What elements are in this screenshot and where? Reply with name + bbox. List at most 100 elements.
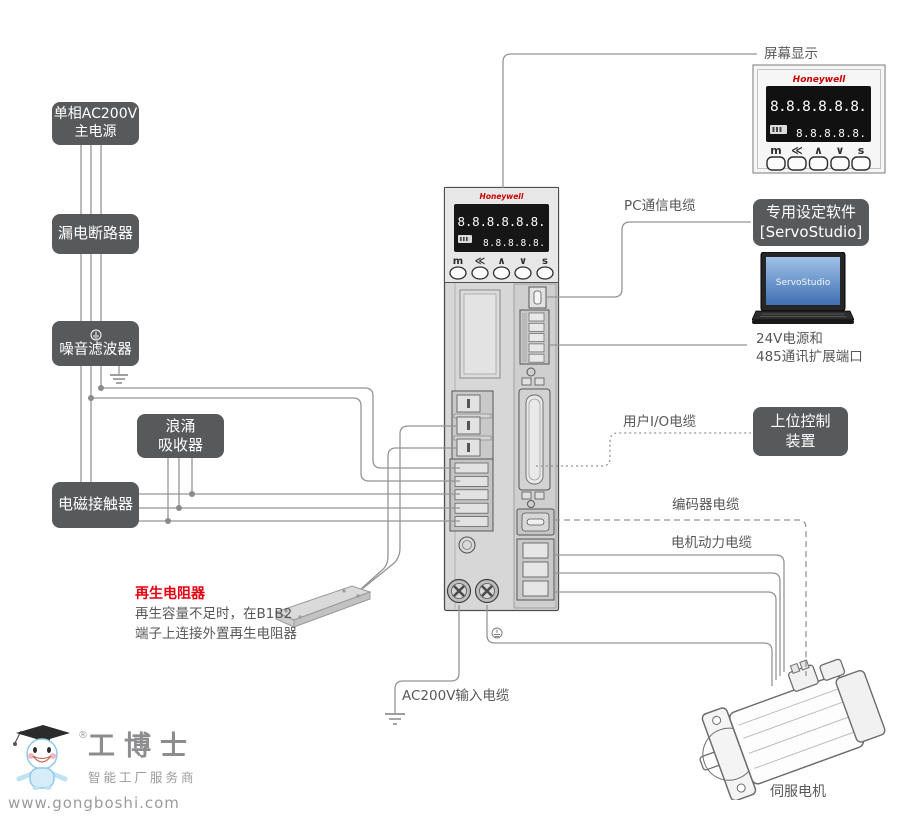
box-noise-filter-label: 噪音滤波器: [59, 342, 132, 359]
footer-logo: ® 工博士 智能工厂服务商 www.gongboshi.com: [8, 724, 197, 812]
usb-connector: [528, 286, 547, 309]
regen-note1: 再生容量不足时，在B1B2: [135, 606, 293, 623]
mascot-cheek: [50, 753, 56, 759]
panel-buttons: [766, 156, 871, 171]
panel-btn-label-left: ≪: [791, 144, 803, 157]
ground-lug: [458, 536, 476, 554]
regen-note2: 端子上连接外置再生电阻器: [135, 625, 297, 642]
box-host-controller-label: 上位控制 装置: [770, 412, 831, 450]
wire-b2-resistor: [351, 447, 457, 598]
website-link[interactable]: www.gongboshi.com: [8, 794, 180, 812]
ground-symbol-filter: [110, 374, 128, 384]
ground-symbol-ac: [385, 713, 405, 725]
box-breaker-label: 漏电断路器: [57, 224, 133, 243]
label-servo-motor: 伺服电机: [770, 784, 826, 800]
mascot-arm: [50, 771, 68, 782]
drive-brand: Honeywell: [480, 192, 524, 201]
box-contactor-label: 电磁接触器: [57, 495, 133, 514]
wire-pc-cable: [547, 221, 751, 298]
mascot-cheek: [28, 753, 34, 759]
display-panel-graphic: Honeywell 8.8.8.8.8.8. 8.8.8.8.8. m ≪ ∧ …: [752, 64, 886, 174]
laptop-screen: [766, 257, 840, 305]
motor-power-terminal: [516, 538, 555, 601]
label-expansion-port: 24V电源和 485通讯扩展端口: [756, 331, 863, 365]
logo-subtitle: 智能工厂服务商: [88, 769, 197, 785]
btn-label-left: ≪: [475, 256, 485, 267]
box-surge-absorber: 浪涌 吸收器: [137, 414, 224, 458]
mascot-eye: [47, 747, 51, 753]
btn-label-m: m: [453, 256, 463, 267]
panel-button-labels: m ≪ ∧ ∨ s: [770, 144, 864, 157]
expansion-connector-485: [519, 309, 550, 365]
flange-hole: [712, 715, 722, 725]
servo-motor-graphic: [699, 658, 886, 800]
wire-io-cable: [536, 432, 751, 467]
box-main-power: 单相AC200V 主电源: [52, 102, 139, 145]
cap-tassel-end: [13, 742, 17, 746]
btn-label-s: s: [542, 256, 548, 267]
servo-drive-graphic: Honeywell 8.8.8.8.8.8. 8.8.8.8.8. m ≪ ∧ …: [443, 186, 560, 612]
label-screen-display: 屏幕显示: [764, 46, 818, 62]
panel-brand: Honeywell: [793, 75, 847, 85]
mount-hardware-bottom: [521, 491, 545, 508]
logo-title: 工博士: [88, 731, 196, 762]
box-contactor: 电磁接触器: [52, 482, 139, 528]
label-encoder-cable: 编码器电缆: [672, 497, 740, 513]
label-ac-input-cable: AC200V输入电缆: [402, 688, 510, 704]
junction-dots: [88, 385, 195, 524]
wire-b1-resistor: [361, 425, 457, 590]
wire-filter-drive-2: [91, 397, 460, 482]
wire-filter-drive-1: [101, 387, 460, 469]
panel-btn-label-up: ∧: [814, 144, 823, 157]
box-software: 专用设定软件 [ServoStudio]: [753, 199, 869, 246]
mascot-foot: [44, 786, 52, 790]
motor-encoder-connector: [819, 658, 846, 681]
panel-display-row2: 8.8.8.8.8.: [796, 127, 866, 140]
laptop-graphic: ServoStudio: [752, 252, 854, 324]
wire-screen-pointer: [502, 53, 757, 188]
wire-motor-v: [554, 572, 781, 676]
earth-icon: [491, 627, 503, 639]
status-badge: [458, 235, 472, 243]
box-breaker: 漏电断路器: [52, 214, 139, 254]
panel-btn-label-s: s: [858, 144, 865, 157]
graduation-cap: [16, 725, 70, 741]
box-host-controller: 上位控制 装置: [753, 407, 848, 456]
connector-pin: [789, 662, 801, 675]
label-pc-cable: PC通信电缆: [624, 198, 696, 214]
registered-mark: ®: [78, 730, 88, 741]
drive-display: [454, 204, 549, 252]
btn-label-up: ∧: [497, 256, 505, 267]
box-noise-filter: 噪音滤波器: [52, 321, 139, 366]
panel-display-row1: 8.8.8.8.8.8.: [770, 99, 867, 115]
box-main-power-label: 单相AC200V 主电源: [53, 105, 138, 140]
panel-btn-label-m: m: [770, 144, 781, 157]
earth-icon: [90, 329, 101, 341]
servo-motor: [686, 648, 900, 800]
encoder-connector: [516, 508, 555, 536]
mascot-arm: [16, 771, 34, 782]
box-surge-absorber-label: 浪涌 吸收器: [157, 416, 203, 454]
wire-ac-input: [394, 605, 460, 713]
mount-hardware-top: [521, 367, 545, 386]
label-io-cable: 用户I/O电缆: [623, 414, 697, 430]
laptop-base: [752, 310, 854, 321]
drive-button-labels: m ≪ ∧ ∨ s: [453, 256, 548, 267]
btn-label-down: ∨: [519, 256, 527, 267]
mascot-smile: [32, 755, 52, 763]
wire-motor-ground: [486, 605, 773, 686]
drive-display-row2: 8.8.8.8.8.: [483, 238, 545, 249]
flange-hole: [736, 783, 746, 793]
laptop-front-edge: [752, 320, 854, 324]
regen-title: 再生电阻器: [135, 586, 205, 602]
drive-buttons: [449, 266, 554, 280]
panel-btn-label-down: ∨: [836, 144, 845, 157]
display-panel-zoom: Honeywell 8.8.8.8.8.8. 8.8.8.8.8. m ≪ ∧ …: [752, 64, 886, 174]
io-connector: [518, 388, 551, 491]
mascot-logo: [13, 725, 70, 790]
ground-screws: [446, 578, 500, 604]
mascot-eye: [33, 747, 37, 753]
label-motor-power-cable: 电机动力电缆: [671, 535, 752, 551]
